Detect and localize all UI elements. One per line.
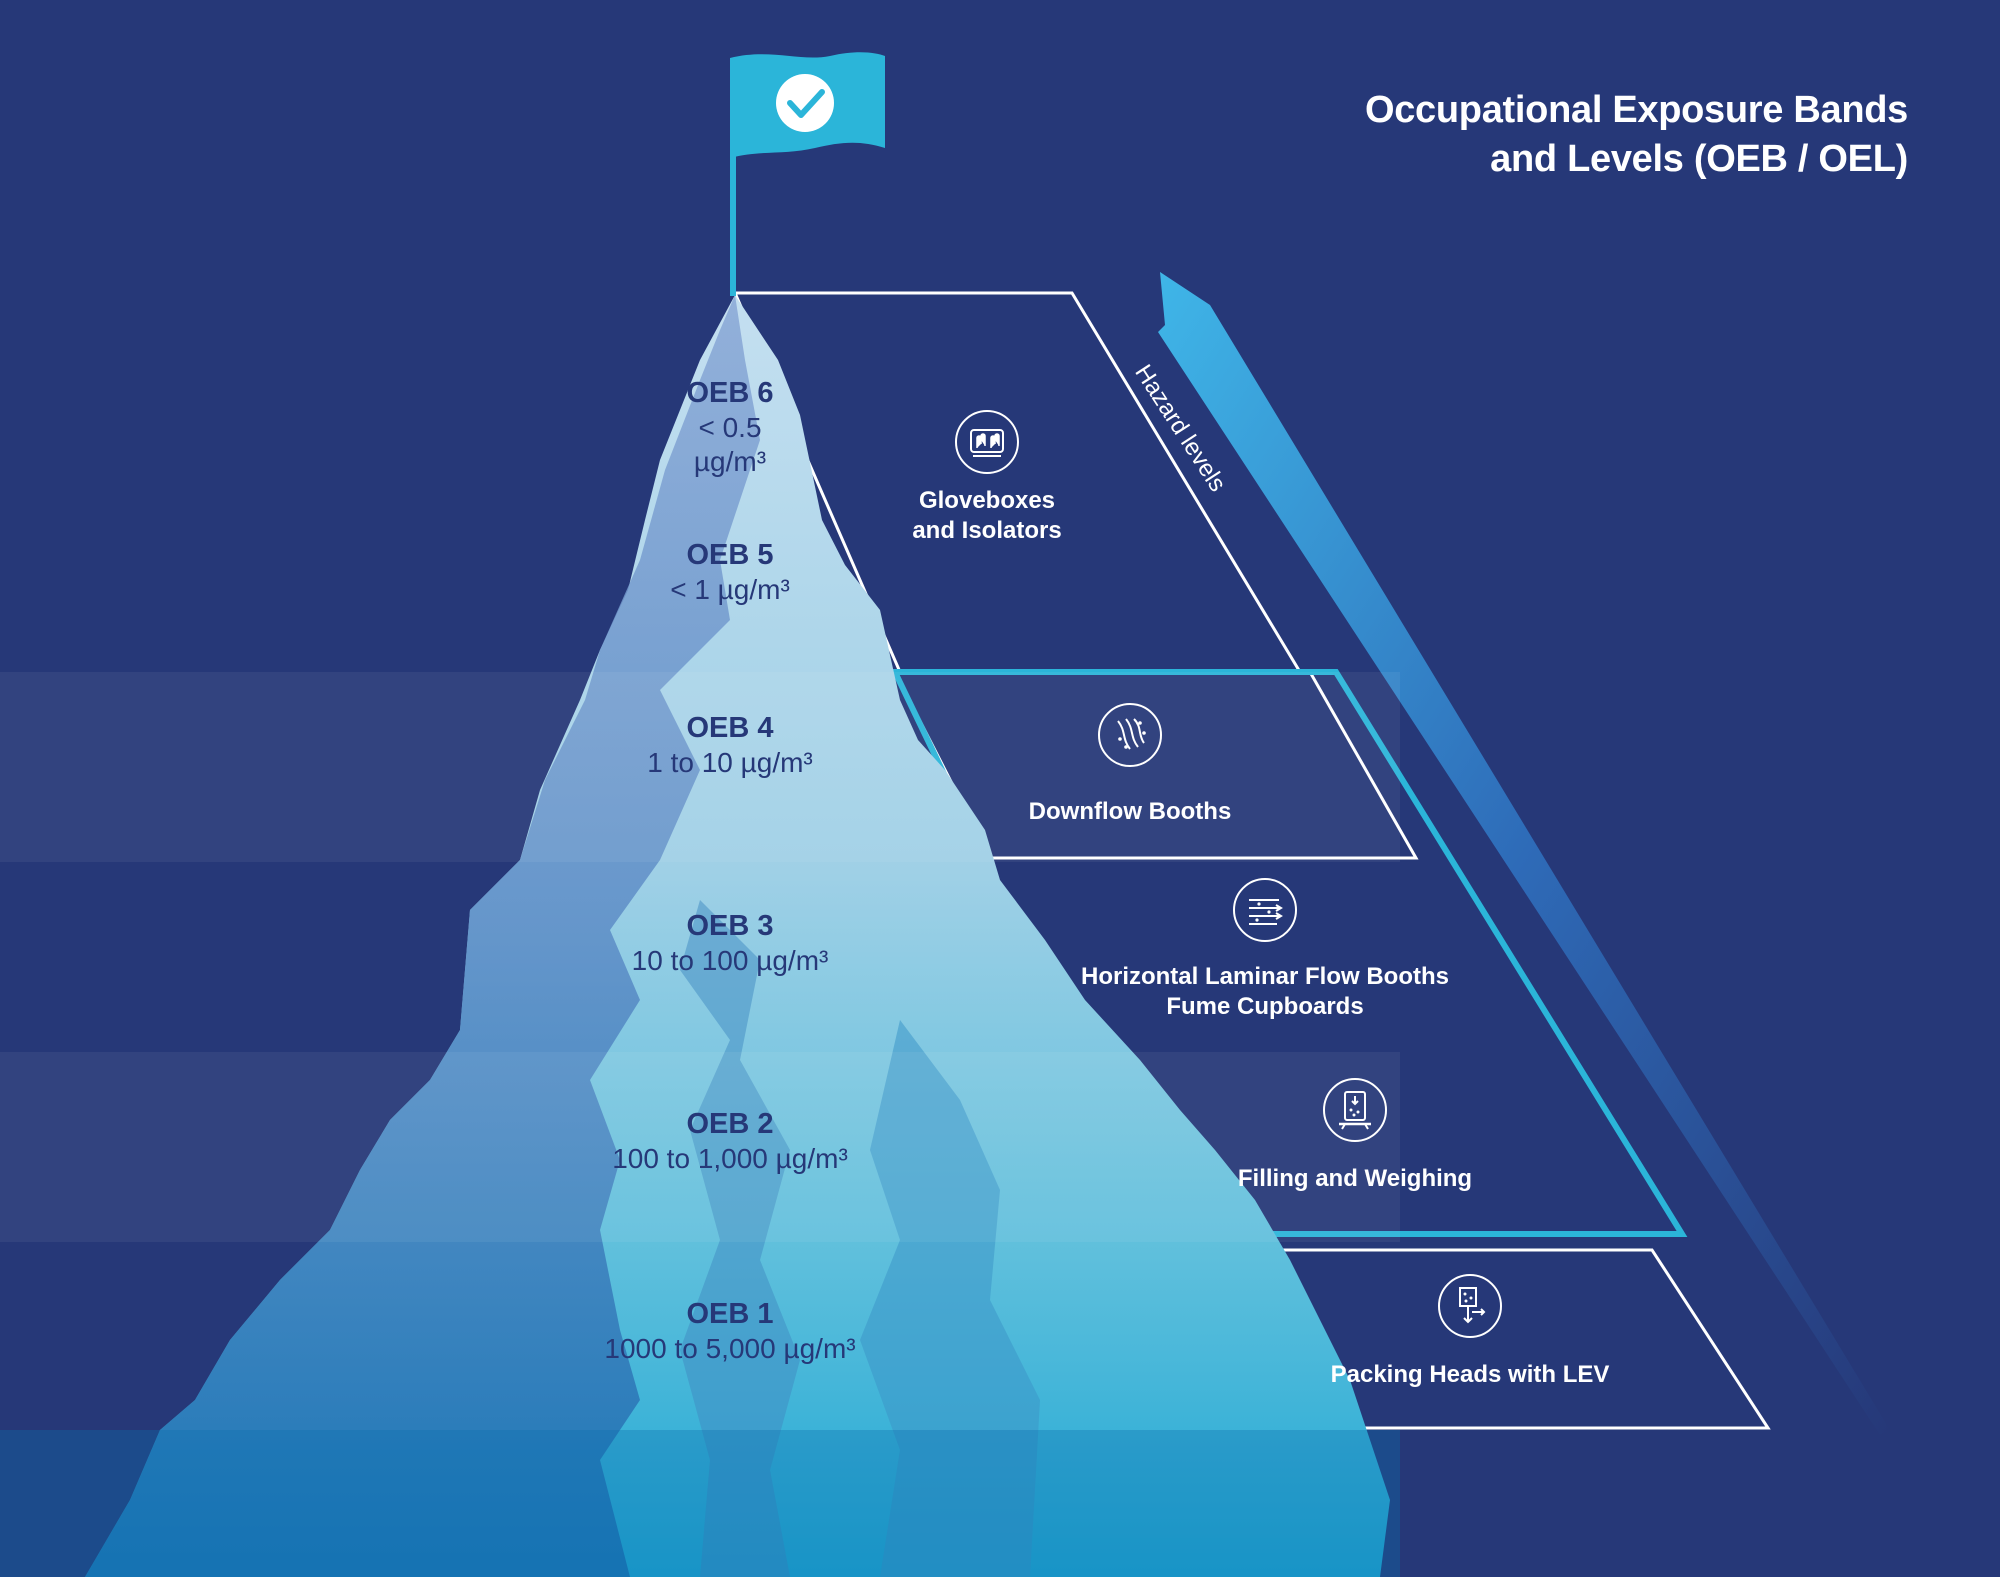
control-label: Packing Heads with LEV — [1330, 1361, 1610, 1388]
band-name: OEB 4 — [686, 712, 774, 744]
band-range: 10 to 100 µg/m³ — [631, 945, 829, 976]
band-range: 1 to 10 µg/m³ — [647, 747, 813, 778]
glovebox-icon — [955, 410, 1019, 474]
checkmark-icon — [776, 74, 834, 132]
control-label: Fume Cupboards — [1166, 993, 1364, 1020]
band-name: OEB 3 — [686, 910, 774, 942]
band-range: < 0.5 — [698, 412, 762, 443]
packing-head-icon — [1438, 1274, 1502, 1338]
band-oeb-1: OEB 1 1000 to 5,000 µg/m³ — [530, 1296, 930, 1366]
band-range: 1000 to 5,000 µg/m³ — [604, 1333, 856, 1364]
control-packing-heads: Packing Heads with LEV — [1300, 1274, 1640, 1390]
band-oeb-3: OEB 3 10 to 100 µg/m³ — [530, 908, 930, 978]
control-gloveboxes: Gloveboxes and Isolators — [887, 410, 1087, 546]
band-range: < 1 µg/m³ — [670, 574, 790, 605]
scale-icon — [1323, 1078, 1387, 1142]
page-title: Occupational Exposure Bands and Levels (… — [1008, 86, 1908, 184]
mountain-shade — [85, 295, 760, 1577]
band-name: OEB 6 — [686, 377, 774, 409]
control-label: Gloveboxes — [918, 487, 1056, 514]
control-label: and Isolators — [912, 517, 1062, 544]
title-line-2: and Levels (OEB / OEL) — [1490, 138, 1908, 180]
title-line-1: Occupational Exposure Bands — [1364, 89, 1908, 131]
control-downflow: Downflow Booths — [1010, 703, 1250, 827]
control-label: Downflow Booths — [1028, 798, 1232, 825]
mountain-facet — [860, 1020, 1040, 1577]
band-oeb-5: OEB 5 < 1 µg/m³ — [530, 537, 930, 607]
band-strip — [0, 1052, 1400, 1242]
band-oeb-4: OEB 4 1 to 10 µg/m³ — [530, 710, 930, 780]
laminar-flow-icon — [1233, 878, 1297, 942]
downflow-icon — [1098, 703, 1162, 767]
control-label: Horizontal Laminar Flow Booths — [1080, 963, 1449, 990]
band-range: µg/m³ — [693, 446, 767, 477]
control-laminar-flow: Horizontal Laminar Flow Booths Fume Cupb… — [1050, 878, 1480, 1022]
control-label: Filling and Weighing — [1237, 1165, 1473, 1192]
band-name: OEB 2 — [686, 1108, 774, 1140]
band-oeb-2: OEB 2 100 to 1,000 µg/m³ — [530, 1106, 930, 1176]
mountain-facet — [680, 900, 800, 1577]
band-name: OEB 5 — [686, 539, 774, 571]
hazard-arrow — [1158, 272, 1890, 1435]
control-filling-weighing: Filling and Weighing — [1210, 1078, 1500, 1194]
band-strip — [0, 1430, 1400, 1577]
band-range: 100 to 1,000 µg/m³ — [612, 1143, 848, 1174]
band-oeb-6: OEB 6 < 0.5 µg/m³ — [530, 375, 930, 479]
band-name: OEB 1 — [686, 1298, 774, 1330]
band-strip — [0, 672, 1400, 862]
